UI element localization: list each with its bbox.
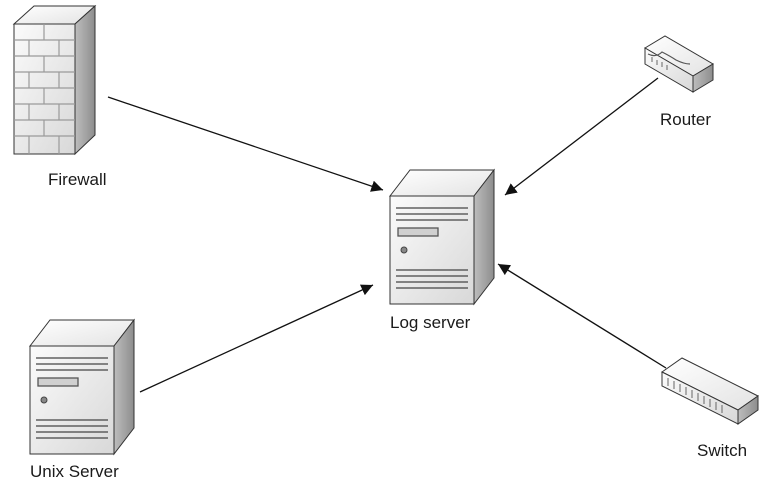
switch-icon <box>661 357 759 425</box>
log-server-icon <box>388 168 496 306</box>
log-server-label: Log server <box>390 313 471 332</box>
unix-server-label: Unix Server <box>30 462 119 481</box>
firewall-icon <box>12 4 97 156</box>
switch-label: Switch <box>697 441 748 460</box>
firewall-label: Firewall <box>48 170 107 189</box>
edge-router-to-log-server <box>504 77 659 196</box>
edge-switch-to-log-server <box>497 263 667 369</box>
router-icon <box>644 35 714 93</box>
unix-server-icon <box>28 318 136 456</box>
edge-firewall-to-log-server <box>107 96 384 192</box>
edges <box>107 77 667 393</box>
edge-unix-server-to-log-server <box>139 284 374 393</box>
router-label: Router <box>660 110 712 129</box>
